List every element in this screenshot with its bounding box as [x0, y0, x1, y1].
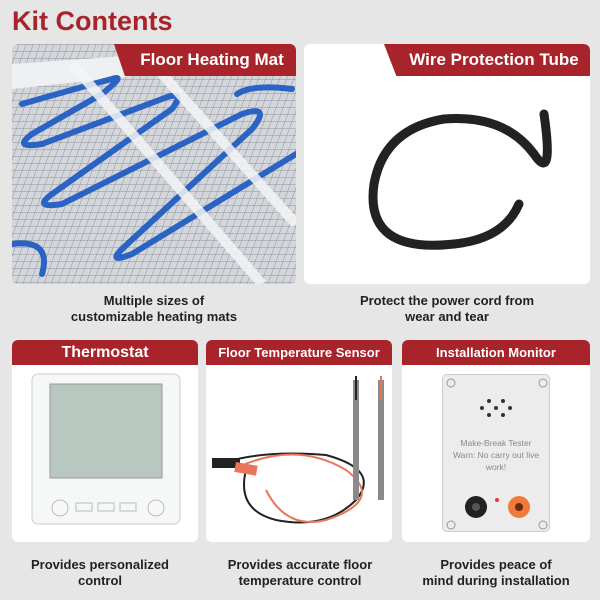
tester-warning-2: work!	[485, 462, 507, 472]
label-thermostat: Thermostat	[12, 340, 198, 365]
thermostat-image	[31, 373, 181, 525]
panel-wire-protection-tube: Wire Protection Tube	[304, 44, 590, 284]
tester-label: Make-Break Tester	[460, 438, 532, 448]
label-installation-monitor: Installation Monitor	[402, 340, 590, 365]
heating-mat-image	[12, 44, 296, 284]
label-floor-heating-mat: Floor Heating Mat	[114, 44, 296, 76]
panel-thermostat: Thermostat	[12, 340, 198, 542]
speaker-icon	[446, 378, 548, 530]
panel-installation-monitor: Make-Break Tester Warn: No carry out liv…	[402, 340, 590, 542]
panel-floor-heating-mat: Floor Heating Mat	[12, 44, 296, 284]
sensor-image	[212, 376, 384, 524]
page-title: Kit Contents	[12, 6, 173, 36]
tester-device: Make-Break Tester Warn: No carry out liv…	[442, 374, 550, 532]
wire-tube-image	[368, 109, 552, 250]
label-wire-protection-tube: Wire Protection Tube	[384, 44, 590, 76]
panel-floor-temperature-sensor: Floor Temperature Sensor	[206, 340, 392, 542]
label-floor-temperature-sensor: Floor Temperature Sensor	[206, 340, 392, 365]
tester-warning: Warn: No carry out live	[452, 450, 540, 460]
